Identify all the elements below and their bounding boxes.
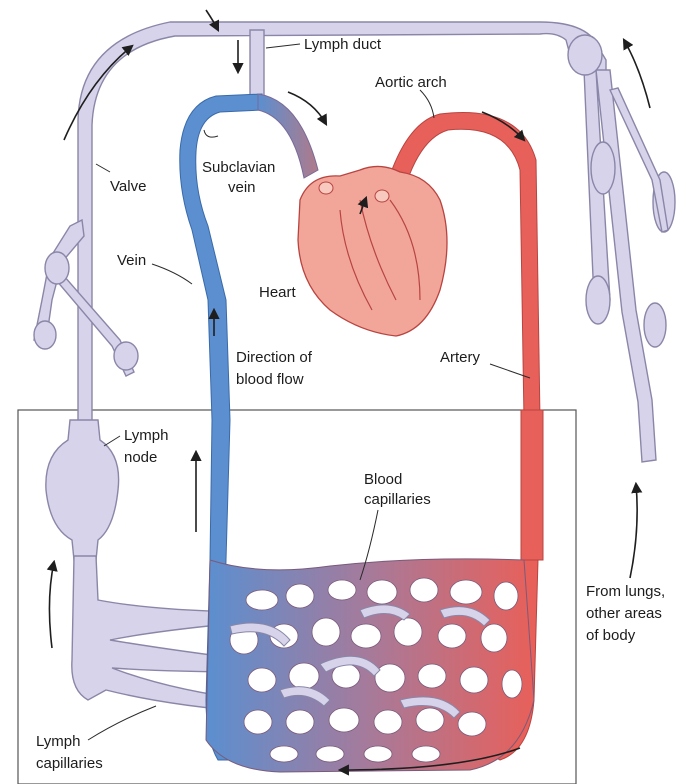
label-from-lungs-line2: other areas: [586, 605, 662, 622]
label-subclavian-vein-line2: vein: [228, 179, 256, 196]
label-aortic-arch: Aortic arch: [375, 74, 447, 91]
lymph-node-left-2: [34, 321, 56, 349]
label-valve: Valve: [110, 178, 146, 195]
lymph-node-left-1: [45, 252, 69, 284]
label-artery: Artery: [440, 349, 481, 366]
artery-thick-segment: [521, 410, 543, 560]
label-heart: Heart: [259, 284, 297, 301]
label-lymph-capillaries-line1: Lymph: [36, 733, 80, 750]
label-lymph-node-line2: node: [124, 449, 157, 466]
label-direction-line1: Direction of: [236, 349, 313, 366]
lymph-duct: [250, 30, 264, 100]
label-lymph-capillaries-line2: capillaries: [36, 755, 103, 772]
label-lymph-node-line1: Lymph: [124, 427, 168, 444]
heart-valve-left: [319, 182, 333, 194]
label-blood-capillaries-line1: Blood: [364, 471, 402, 488]
arrow-right-up: [624, 40, 650, 108]
lymph-node-right-1: [591, 142, 615, 194]
heart: [298, 166, 447, 336]
label-blood-capillaries-line2: capillaries: [364, 491, 431, 508]
lymph-node-left-3: [114, 342, 138, 370]
label-from-lungs-line3: of body: [586, 627, 636, 644]
label-lymph-duct: Lymph duct: [304, 36, 382, 53]
lymph-node-right-4: [644, 303, 666, 347]
heart-valve-right: [375, 190, 389, 202]
label-from-lungs-line1: From lungs,: [586, 583, 665, 600]
lymph-node-top-right: [568, 35, 602, 75]
lymph-node-right-3: [586, 276, 610, 324]
label-direction-line2: blood flow: [236, 371, 304, 388]
label-vein: Vein: [117, 252, 146, 269]
label-subclavian-vein-line1: Subclavian: [202, 159, 275, 176]
arrow-lungs-up: [630, 484, 637, 578]
